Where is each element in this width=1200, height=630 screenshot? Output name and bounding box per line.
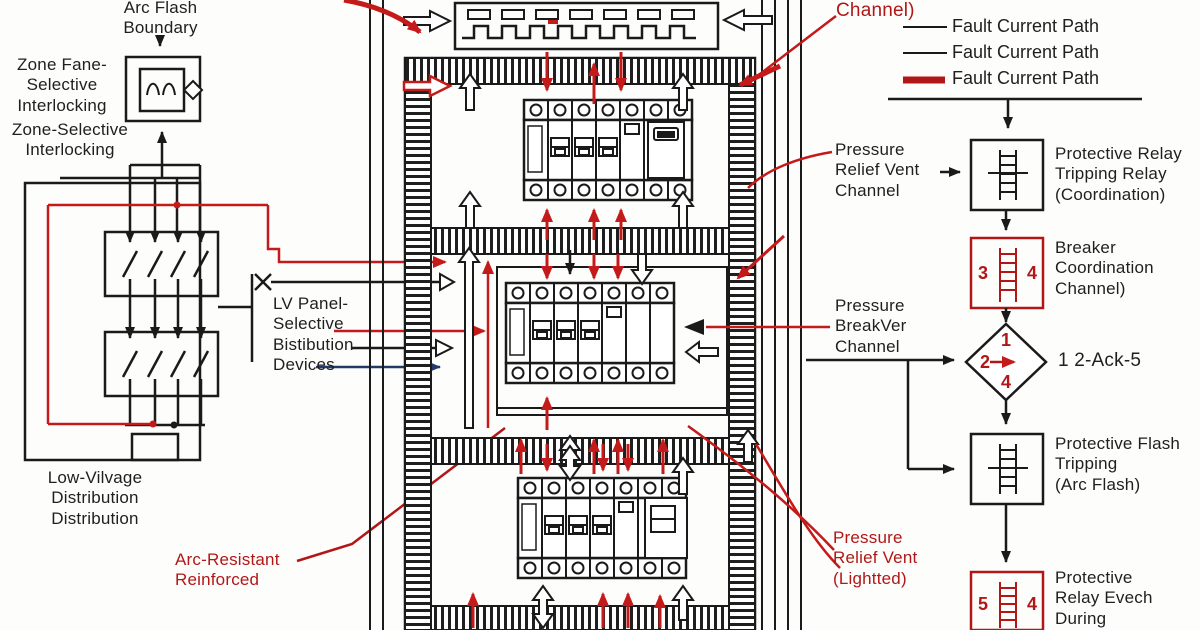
x-switch-symbol bbox=[218, 272, 457, 362]
vent-strip-top bbox=[404, 57, 756, 85]
vent-arrow-icon bbox=[630, 253, 654, 286]
pressure-vent-pointer-curve bbox=[747, 150, 833, 189]
flowchart bbox=[806, 97, 1142, 630]
legend-item-2: Fault Current Path bbox=[952, 42, 1100, 62]
vent-arrow-icon bbox=[736, 428, 760, 463]
left-arrow-icon bbox=[721, 8, 773, 32]
label-zone-fane-selective: Zone Fane- Selective Interlocking bbox=[17, 55, 107, 115]
legend-item-1: Fault Current Path bbox=[952, 16, 1100, 36]
label-diamond: 1 2-Ack-5 bbox=[1058, 350, 1142, 371]
breaker-box-1 bbox=[103, 230, 220, 298]
fault-arrow-red bbox=[738, 63, 782, 88]
label-lv-panel: LV Panel- Selective Bistibution Devices bbox=[273, 294, 354, 375]
diamond-number-bottom: 4 bbox=[1000, 372, 1011, 392]
diamond-number-top: 1 bbox=[1000, 330, 1011, 350]
label-flowchart-box2: Breaker Coordination Channel) bbox=[1055, 238, 1154, 298]
section-3-arrows bbox=[467, 150, 841, 630]
vent-arrow-icon bbox=[671, 584, 695, 621]
section-2-arrows bbox=[457, 234, 830, 475]
label-pressure-breakver-channel: Pressure BreakVer Channel bbox=[835, 296, 907, 356]
breaker-box-2 bbox=[103, 330, 220, 398]
label-flowchart-box1: Protective Relay Tripping Relay (Coordin… bbox=[1055, 144, 1182, 204]
vent-arrow-icon bbox=[531, 584, 555, 630]
relay-ladder-icon bbox=[988, 150, 1028, 200]
relay-ladder-icon bbox=[988, 444, 1028, 494]
arc-resistant-pointer bbox=[296, 427, 506, 563]
vent-arrow-icon bbox=[671, 72, 695, 111]
busbar-entry-arrows bbox=[343, 0, 837, 99]
breaker-blades bbox=[121, 231, 210, 425]
vent-strip-left bbox=[404, 83, 432, 630]
right-arrow-icon bbox=[402, 73, 453, 99]
label-low-voltage: Low-Vilvage Distribution Distribution bbox=[47, 468, 143, 528]
vent-strip-divider-1 bbox=[430, 227, 730, 255]
box4-number-right: 4 bbox=[1026, 594, 1037, 614]
box2-number-right: 4 bbox=[1026, 263, 1037, 283]
vent-arrow-icon bbox=[457, 246, 481, 429]
switchgear-cabinet bbox=[369, 0, 802, 630]
breaker-row-2 bbox=[504, 281, 676, 385]
relay-ladder-icon bbox=[999, 582, 1017, 628]
legend-item-3: Fault Current Path bbox=[952, 68, 1100, 88]
busbar-box bbox=[453, 1, 720, 51]
lv-switchboard-enclosure bbox=[23, 181, 202, 462]
lv-panel-pointer-arrows bbox=[296, 325, 506, 563]
label-flowchart-box3: Protective Flash Tripping (Arc Flash) bbox=[1055, 434, 1181, 494]
label-pressure-relief-vent-lighted: Pressure Relief Vent (Lightted) bbox=[833, 528, 918, 588]
vent-arrow-icon bbox=[671, 456, 695, 495]
section-1-arrows bbox=[458, 52, 695, 240]
channel-pointer bbox=[755, 15, 837, 78]
diamond-number-left: 2 bbox=[979, 352, 990, 372]
fault-path-red-wire-left bbox=[46, 201, 447, 428]
vent-arrow-icon bbox=[458, 72, 482, 111]
label-flowchart-box4: Protective Relay Evech During bbox=[1055, 568, 1153, 628]
relay-ladder-icon bbox=[999, 248, 1017, 302]
legend-line-samples bbox=[903, 26, 947, 84]
label-pressure-relief-vent-channel: Pressure Relief Vent Channel bbox=[835, 140, 920, 200]
pressure-vent-pointer-curve bbox=[754, 443, 841, 569]
vent-strip-right bbox=[728, 83, 756, 630]
box2-number-left: 3 bbox=[977, 263, 988, 283]
ct-box bbox=[130, 432, 180, 462]
label-arc-flash-boundary: Arc Flash Boundary bbox=[123, 0, 198, 38]
vent-arrow-icon bbox=[671, 190, 695, 229]
pressure-vent-pointer-curve bbox=[687, 424, 835, 551]
fault-arrow-red bbox=[343, 0, 422, 34]
vent-arrow-icon bbox=[684, 339, 719, 365]
label-zone-selective-interlocking: Zone-Selective Interlocking bbox=[11, 120, 129, 160]
fault-arrow-black bbox=[684, 319, 704, 335]
vent-arrow-icon bbox=[558, 444, 582, 482]
relay-box-4-red bbox=[969, 570, 1045, 630]
label-channel-top: Channel) bbox=[836, 0, 915, 21]
box4-number-left: 5 bbox=[977, 594, 988, 614]
vent-arrow-icon bbox=[458, 190, 482, 229]
zsi-relay-box bbox=[124, 55, 204, 123]
label-arc-resistant: Arc-Resistant Reinforced bbox=[175, 550, 280, 590]
